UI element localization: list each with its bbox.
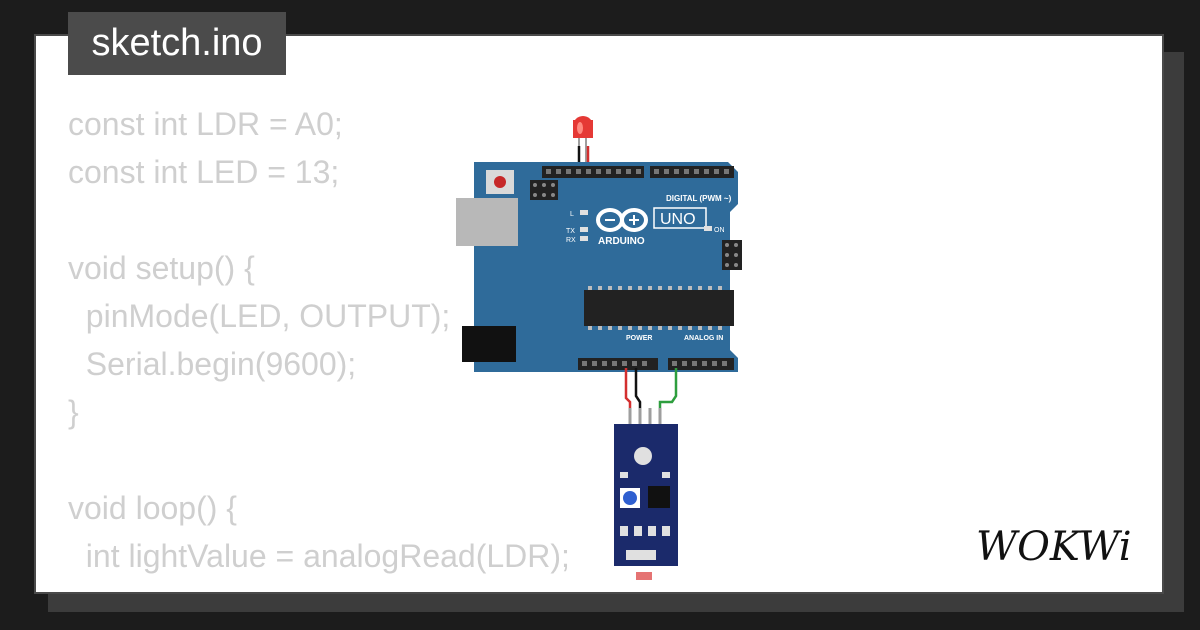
usb-port [456, 198, 518, 246]
power-label: POWER [626, 335, 652, 342]
code-line: void setup() { [68, 250, 255, 286]
brand-label: ARDUINO [598, 236, 645, 247]
code-line: void loop() { [68, 490, 237, 526]
wire-green [658, 368, 678, 416]
arduino-uno-board[interactable]: DIGITAL (PWM ~) L TX RX ARDUINO UNO ON [456, 162, 742, 372]
digital-header-right [650, 166, 734, 178]
digital-label: DIGITAL (PWM ~) [666, 194, 732, 203]
power-jack [462, 326, 516, 362]
power-header [578, 358, 658, 370]
code-line: const int LED = 13; [68, 154, 340, 190]
tx-label: TX [566, 228, 575, 235]
code-line: int lightValue = analogRead(LDR); [68, 538, 570, 574]
on-label: ON [714, 227, 725, 234]
code-editor: const int LDR = A0; const int LED = 13; vo… [68, 100, 570, 580]
l-label: L [570, 211, 574, 218]
preview-card: const int LDR = A0; const int LED = 13; vo… [34, 34, 1164, 594]
wokwi-logo: WOKWi [976, 524, 1132, 570]
ldr-sensor-module-icon[interactable] [614, 408, 678, 580]
circuit-diagram: DIGITAL (PWM ~) L TX RX ARDUINO UNO ON [456, 116, 742, 580]
file-tab[interactable]: sketch.ino [68, 12, 286, 75]
code-line: Serial.begin(9600); [68, 346, 357, 382]
code-line: } [68, 394, 79, 430]
code-line: pinMode(LED, OUTPUT); [68, 298, 451, 334]
model-label: UNO [660, 211, 696, 228]
arduino-logo-icon [596, 208, 648, 232]
code-line: const int LDR = A0; [68, 106, 343, 142]
reset-button-icon[interactable] [486, 170, 514, 194]
rx-label: RX [566, 237, 576, 244]
wokwi-logo-text: WOKWi [976, 524, 1132, 570]
microcontroller-chip [584, 290, 734, 326]
analog-label: ANALOG IN [684, 335, 723, 342]
